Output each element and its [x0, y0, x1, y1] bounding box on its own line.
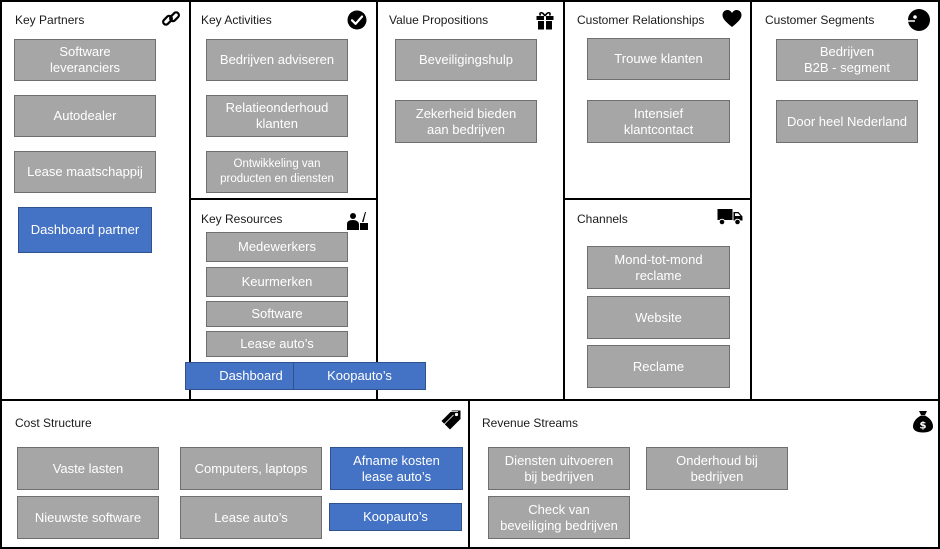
note-afname-kosten: Afname kosten lease auto’s [330, 447, 463, 490]
note-vaste-lasten: Vaste lasten [17, 447, 159, 490]
divider-value-relationships [563, 0, 565, 400]
checkmark-circle-icon [347, 10, 367, 30]
note-bedrijven-b2b: Bedrijven B2B - segment [776, 39, 918, 81]
note-relatieonderhoud-klanten: Relatieonderhoud klanten [206, 95, 348, 137]
note-diensten-uitvoeren: Diensten uitvoeren bij bedrijven [488, 447, 630, 490]
customer-relationships-title: Customer Relationships [577, 13, 705, 27]
outer-border-left [0, 0, 2, 549]
note-software-leveranciers: Software leveranciers [14, 39, 156, 81]
face-icon [908, 9, 930, 31]
divider-activities-resources [190, 198, 377, 200]
divider-cost-revenue [468, 400, 470, 549]
price-tag-icon [441, 410, 461, 430]
note-software: Software [206, 301, 348, 327]
key-activities-title: Key Activities [201, 13, 272, 27]
key-partners-title: Key Partners [15, 13, 85, 27]
truck-icon [717, 209, 743, 226]
key-resources-title: Key Resources [201, 212, 283, 226]
note-website: Website [587, 296, 730, 339]
note-door-heel-nederland: Door heel Nederland [776, 100, 918, 143]
note-check-van-beveiliging: Check van beveiliging bedrijven [488, 496, 630, 539]
link-icon [162, 11, 180, 26]
note-lease-autos-cost: Lease auto’s [180, 496, 322, 539]
note-lease-autos: Lease auto’s [206, 331, 348, 357]
note-intensief-klantcontact: Intensief klantcontact [587, 100, 730, 143]
divider-activities-value [376, 0, 378, 400]
revenue-streams-title: Revenue Streams [482, 416, 579, 430]
heart-icon [722, 10, 742, 27]
outer-border-bottom [0, 547, 940, 549]
note-zekerheid-bieden: Zekerheid bieden aan bedrijven [395, 100, 537, 143]
note-reclame: Reclame [587, 345, 730, 388]
customer-segments-title: Customer Segments [765, 13, 875, 27]
note-dashboard-partner: Dashboard partner [18, 207, 152, 253]
note-medewerkers: Medewerkers [206, 232, 348, 262]
value-propositions-title: Value Propositions [389, 13, 489, 27]
svg-text:$: $ [920, 421, 927, 432]
divider-cost-revenue-top [0, 399, 940, 401]
note-mond-tot-mond: Mond-tot-mond reclame [587, 246, 730, 289]
note-ontwikkeling-producten: Ontwikkeling van producten en diensten [206, 151, 348, 193]
divider-partners-activities [189, 0, 191, 400]
note-autodealer: Autodealer [14, 95, 156, 137]
note-onderhoud-bij-bedrijven: Onderhoud bij bedrijven [646, 447, 788, 490]
money-bag-icon: $ [913, 411, 933, 433]
note-lease-maatschappij: Lease maatschappij [14, 151, 156, 193]
note-trouwe-klanten: Trouwe klanten [587, 38, 730, 80]
gift-icon [536, 11, 554, 30]
divider-relationships-segments [750, 0, 752, 400]
note-bedrijven-adviseren: Bedrijven adviseren [206, 39, 348, 81]
outer-border-top [0, 0, 940, 2]
worker-icon [347, 212, 368, 230]
channels-title: Channels [577, 212, 628, 226]
note-computers-laptops: Computers, laptops [180, 447, 322, 490]
note-koopautos-cost: Koopauto’s [329, 503, 462, 531]
note-beveiligingshulp: Beveiligingshulp [395, 39, 537, 81]
divider-relationships-channels [564, 198, 751, 200]
outer-border-right [938, 0, 940, 549]
note-koopautos-resources: Koopauto’s [293, 362, 426, 390]
cost-structure-title: Cost Structure [15, 416, 92, 430]
note-nieuwste-software: Nieuwste software [17, 496, 159, 539]
note-keurmerken: Keurmerken [206, 267, 348, 297]
